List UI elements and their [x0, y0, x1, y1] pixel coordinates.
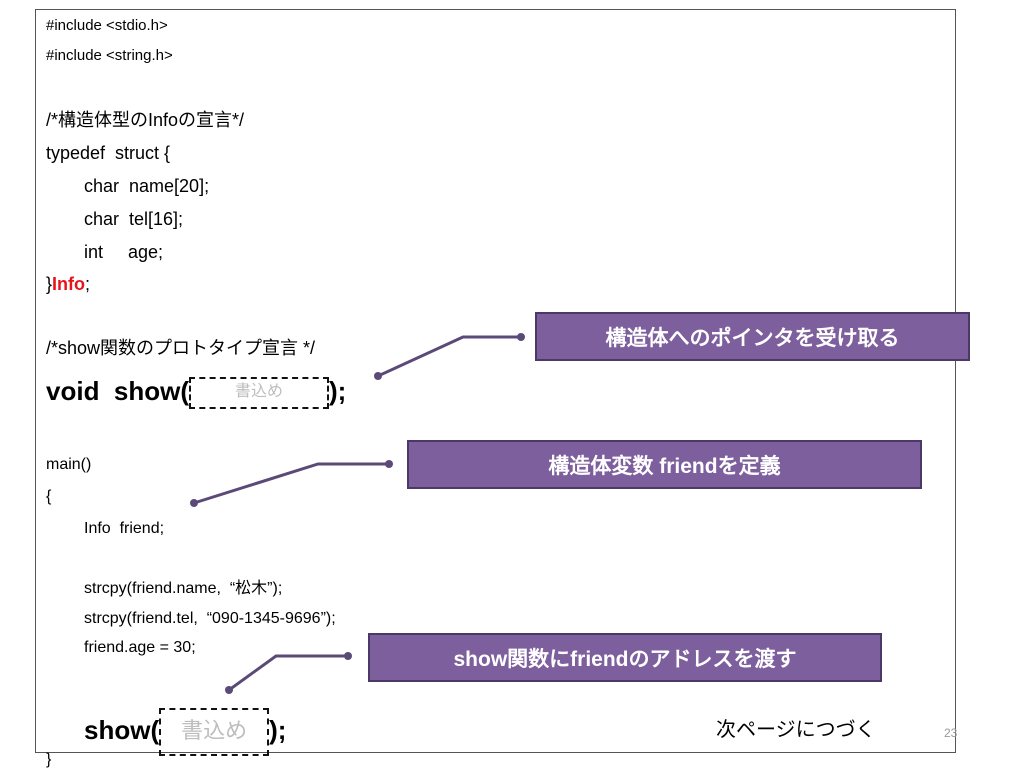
- semicolon: ;: [85, 274, 91, 294]
- connector-address: [228, 654, 348, 692]
- connector-dot: [517, 333, 525, 341]
- connector-pointer: [377, 335, 521, 378]
- main-close-brace: }: [46, 751, 52, 768]
- field-tel: char tel[16];: [84, 209, 184, 229]
- proto-answer-blank[interactable]: 書込め: [189, 377, 329, 409]
- include-stdio: #include <stdio.h>: [46, 17, 168, 34]
- strcpy-tel: strcpy(friend.tel, “090-1345-9696”);: [84, 610, 336, 627]
- main-line: main(): [46, 456, 92, 473]
- code-frame: [35, 9, 956, 753]
- call-prefix: show(: [84, 714, 160, 745]
- struct-comment: /*構造体型のInfoの宣言*/: [46, 110, 245, 130]
- main-open-brace: {: [46, 488, 52, 505]
- proto-comment: /*show関数のプロトタイプ宣言 */: [46, 338, 316, 358]
- continued-next-page: 次ページにつづく: [716, 719, 876, 741]
- connector-define: [193, 462, 389, 505]
- proto-suffix: );: [329, 375, 347, 406]
- close-brace: }: [46, 274, 53, 294]
- age-assignment: friend.age = 30;: [84, 639, 196, 656]
- show-call-line: show(書込め);: [84, 708, 286, 756]
- friend-declaration: Info friend;: [84, 520, 165, 537]
- connector-dot: [225, 686, 233, 694]
- connector-dot: [190, 499, 198, 507]
- struct-type-name: Info: [52, 274, 86, 294]
- typedef-line: typedef struct {: [46, 143, 171, 163]
- call-answer-blank[interactable]: 書込め: [159, 708, 270, 756]
- field-name: char name[20];: [84, 176, 210, 196]
- callout-pointer: 構造体へのポインタを受け取る: [535, 312, 970, 361]
- callout-define-friend: 構造体変数 friendを定義: [407, 440, 922, 489]
- strcpy-name: strcpy(friend.name, “松木”);: [84, 580, 283, 597]
- callout-pass-address: show関数にfriendのアドレスを渡す: [368, 633, 882, 682]
- proto-line: void show(書込め);: [46, 377, 346, 409]
- page-number: 23: [944, 726, 958, 740]
- include-string: #include <string.h>: [46, 47, 173, 64]
- connector-dot: [344, 652, 352, 660]
- connector-dot: [374, 372, 382, 380]
- struct-end-line: }Info;: [46, 275, 90, 293]
- call-suffix: );: [269, 714, 287, 745]
- proto-prefix: void show(: [46, 375, 189, 406]
- field-age: int age;: [84, 242, 164, 262]
- connector-dot: [385, 460, 393, 468]
